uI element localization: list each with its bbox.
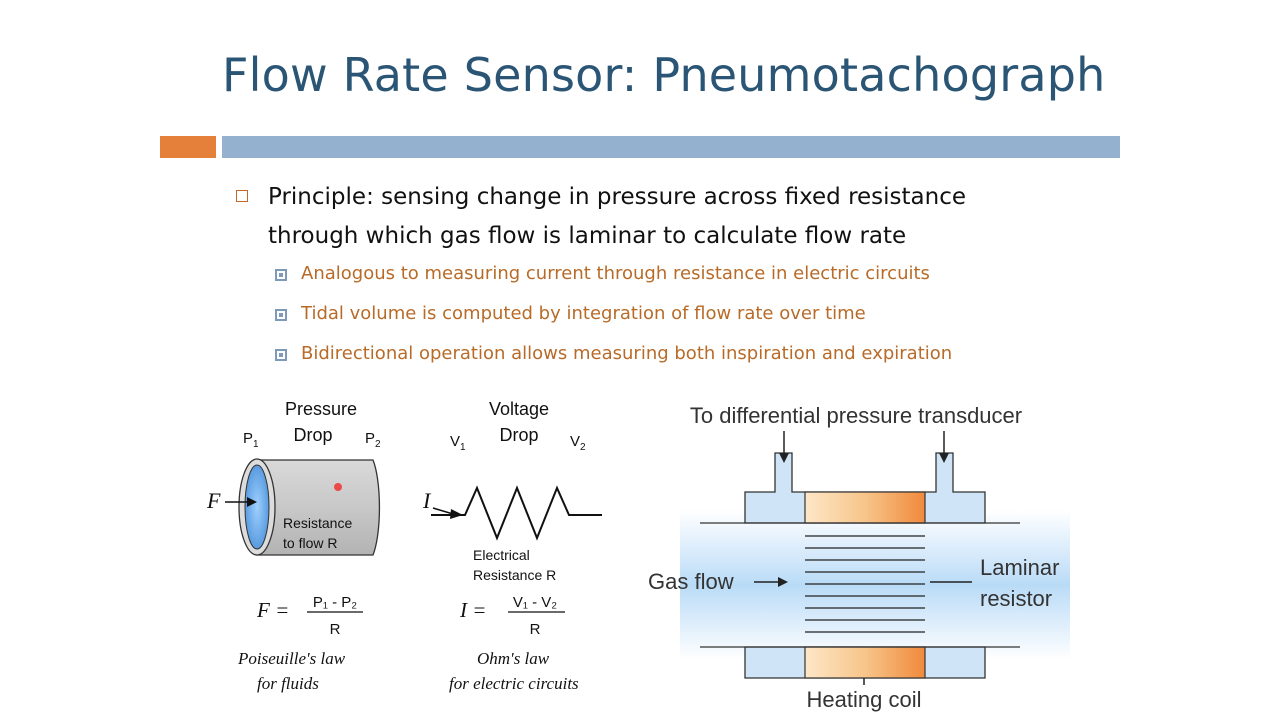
formula-i-denominator: R xyxy=(530,621,541,638)
square-bullet-icon xyxy=(275,309,287,321)
sub-bullet-text: Tidal volume is computed by integration … xyxy=(301,303,866,324)
cylinder-opening xyxy=(244,464,270,550)
gas-flow-label: Gas flow xyxy=(648,569,734,594)
poiseuille-law-sub: for fluids xyxy=(257,674,319,693)
main-bullet-line1: Principle: sensing change in pressure ac… xyxy=(268,184,967,210)
tap-arrow-right-head xyxy=(939,453,949,463)
hollow-square-bullet-icon xyxy=(236,190,248,202)
heating-coil-label: Heating coil xyxy=(807,687,922,712)
current-arrow-line xyxy=(432,507,454,515)
transducer-label: To differential pressure transducer xyxy=(690,403,1022,428)
current-symbol: I xyxy=(422,488,432,513)
resistance-cylinder xyxy=(256,459,381,556)
laminar-label-2: resistor xyxy=(980,586,1052,611)
formula-f-lhs: F = xyxy=(256,598,289,622)
electrical-resistance-label-1: Electrical xyxy=(473,547,530,563)
analogy-figure: Pressure Drop P1 P2 F Resistance to flow… xyxy=(206,399,602,693)
sub-bullet-text: Analogous to measuring current through r… xyxy=(301,263,930,284)
main-bullet-line2: through which gas flow is laminar to cal… xyxy=(268,223,907,249)
heating-coil-bottom xyxy=(804,646,926,679)
poiseuille-law-label: Poiseuille's law xyxy=(237,649,346,668)
p1-label: P1 xyxy=(243,430,259,450)
pneumotachograph-diagram: To differential pressure transducer Gas … xyxy=(648,403,1070,712)
formula-i-numerator: V₁ - V₂ xyxy=(513,594,557,611)
pressure-drop-label-2: Drop xyxy=(293,425,332,445)
laminar-plates xyxy=(805,535,925,633)
square-bullet-icon xyxy=(275,349,287,361)
red-dot-marker xyxy=(334,483,342,491)
sub-bullet: Tidal volume is computed by integration … xyxy=(275,303,1095,324)
square-bullet-icon xyxy=(275,269,287,281)
ohm-law-sub: for electric circuits xyxy=(449,674,579,693)
flow-symbol: F xyxy=(206,488,221,513)
resistance-label-1: Resistance xyxy=(283,515,352,531)
pressure-drop-label-1: Pressure xyxy=(285,399,357,419)
tap-arrow-left-head xyxy=(779,453,789,463)
ohm-law-label: Ohm's law xyxy=(477,649,550,668)
laminar-label-1: Laminar xyxy=(980,555,1059,580)
heating-coil-top xyxy=(804,491,926,524)
sub-bullet: Analogous to measuring current through r… xyxy=(275,263,1095,284)
title-accent-orange-bar xyxy=(160,136,216,158)
sub-bullet-text: Bidirectional operation allows measuring… xyxy=(301,343,953,364)
sub-bullet: Bidirectional operation allows measuring… xyxy=(275,343,1095,364)
formula-f-denominator: R xyxy=(330,621,341,638)
title-accent-blue-bar xyxy=(222,136,1120,158)
formula-f-numerator: P₁ - P₂ xyxy=(313,594,357,611)
voltage-drop-label-1: Voltage xyxy=(489,399,549,419)
main-bullet: Principle: sensing change in pressure ac… xyxy=(236,178,1056,256)
resistor-zigzag xyxy=(431,485,602,541)
slide-title: Flow Rate Sensor: Pneumotachograph xyxy=(222,48,1106,102)
flow-arrow-head xyxy=(247,497,257,507)
electrical-resistance-label-2: Resistance R xyxy=(473,567,556,583)
p2-label: P2 xyxy=(365,430,381,450)
current-arrow-head xyxy=(450,509,463,519)
v1-label: V1 xyxy=(450,433,466,453)
v2-label: V2 xyxy=(570,433,586,453)
voltage-drop-label-2: Drop xyxy=(499,425,538,445)
gas-flow-arrow-head xyxy=(778,577,788,587)
resistance-label-2: to flow R xyxy=(283,535,337,551)
gas-flow-region xyxy=(680,510,1070,660)
formula-i-lhs: I = xyxy=(459,598,486,622)
